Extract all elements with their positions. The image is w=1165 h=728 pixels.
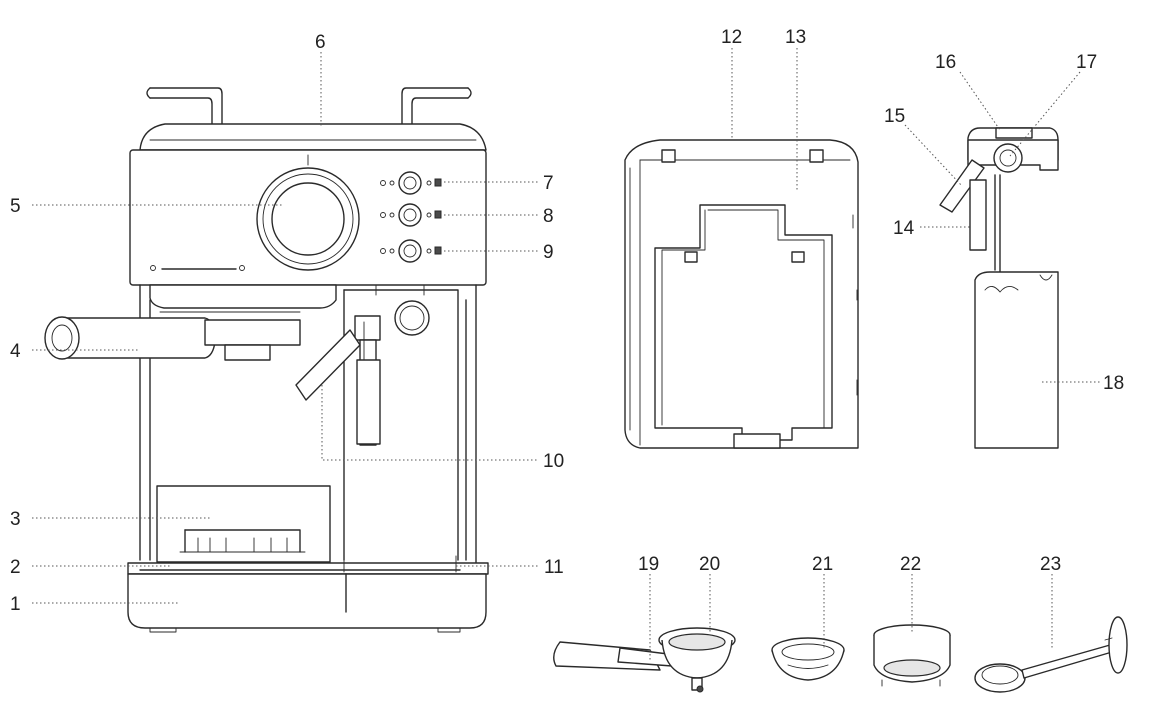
single-cup-filter [771, 637, 845, 681]
callout-13: 13 [785, 27, 806, 48]
water-tank [624, 139, 859, 449]
cup-warming-tray [139, 123, 487, 151]
callout-20: 20 [699, 554, 720, 575]
pressure-gauge [256, 167, 360, 271]
leader-10 [321, 385, 538, 461]
indicator-bar [150, 265, 245, 271]
callout-1: 1 [10, 594, 21, 615]
callout-3: 3 [10, 509, 21, 530]
control-button-3 [380, 239, 442, 263]
leader-15 [904, 124, 963, 187]
callout-23: 23 [1040, 554, 1061, 575]
callout-22: 22 [900, 554, 921, 575]
callout-7: 7 [543, 173, 554, 194]
filter-holder-accessory [553, 627, 736, 693]
steam-knob [394, 300, 430, 336]
brewing-head [149, 284, 337, 309]
callout-labels: 1 2 3 4 5 6 7 8 9 10 11 12 13 14 15 16 1… [10, 27, 1124, 615]
callout-11: 11 [544, 557, 564, 578]
milk-frother-assembly [939, 127, 1059, 449]
callout-5: 5 [10, 196, 21, 217]
drip-tray-grid [127, 562, 489, 575]
espresso-machine [44, 87, 489, 633]
callout-9: 9 [543, 242, 554, 263]
callout-17: 17 [1076, 52, 1097, 73]
callout-6: 6 [315, 32, 326, 53]
machine-base [127, 573, 487, 629]
control-button-1 [380, 171, 442, 195]
steam-lever [295, 329, 361, 401]
callout-18: 18 [1103, 373, 1124, 394]
cup-rail [146, 87, 472, 129]
steam-wand [354, 315, 381, 446]
callout-8: 8 [543, 206, 554, 227]
callout-15: 15 [884, 106, 905, 127]
callout-21: 21 [812, 554, 833, 575]
callout-16: 16 [935, 52, 956, 73]
callout-14: 14 [893, 218, 915, 239]
leader-16 [959, 71, 1001, 131]
callout-12: 12 [721, 27, 742, 48]
leader-lines [32, 48, 1100, 660]
portafilter-handle [44, 311, 301, 361]
control-button-2 [380, 203, 442, 227]
callout-19: 19 [638, 554, 659, 575]
callout-4: 4 [10, 341, 21, 362]
cup-platform [156, 485, 331, 563]
callout-2: 2 [10, 557, 21, 578]
callout-10: 10 [543, 451, 564, 472]
double-cup-filter [873, 624, 951, 687]
measuring-spoon-tamper [974, 616, 1128, 693]
